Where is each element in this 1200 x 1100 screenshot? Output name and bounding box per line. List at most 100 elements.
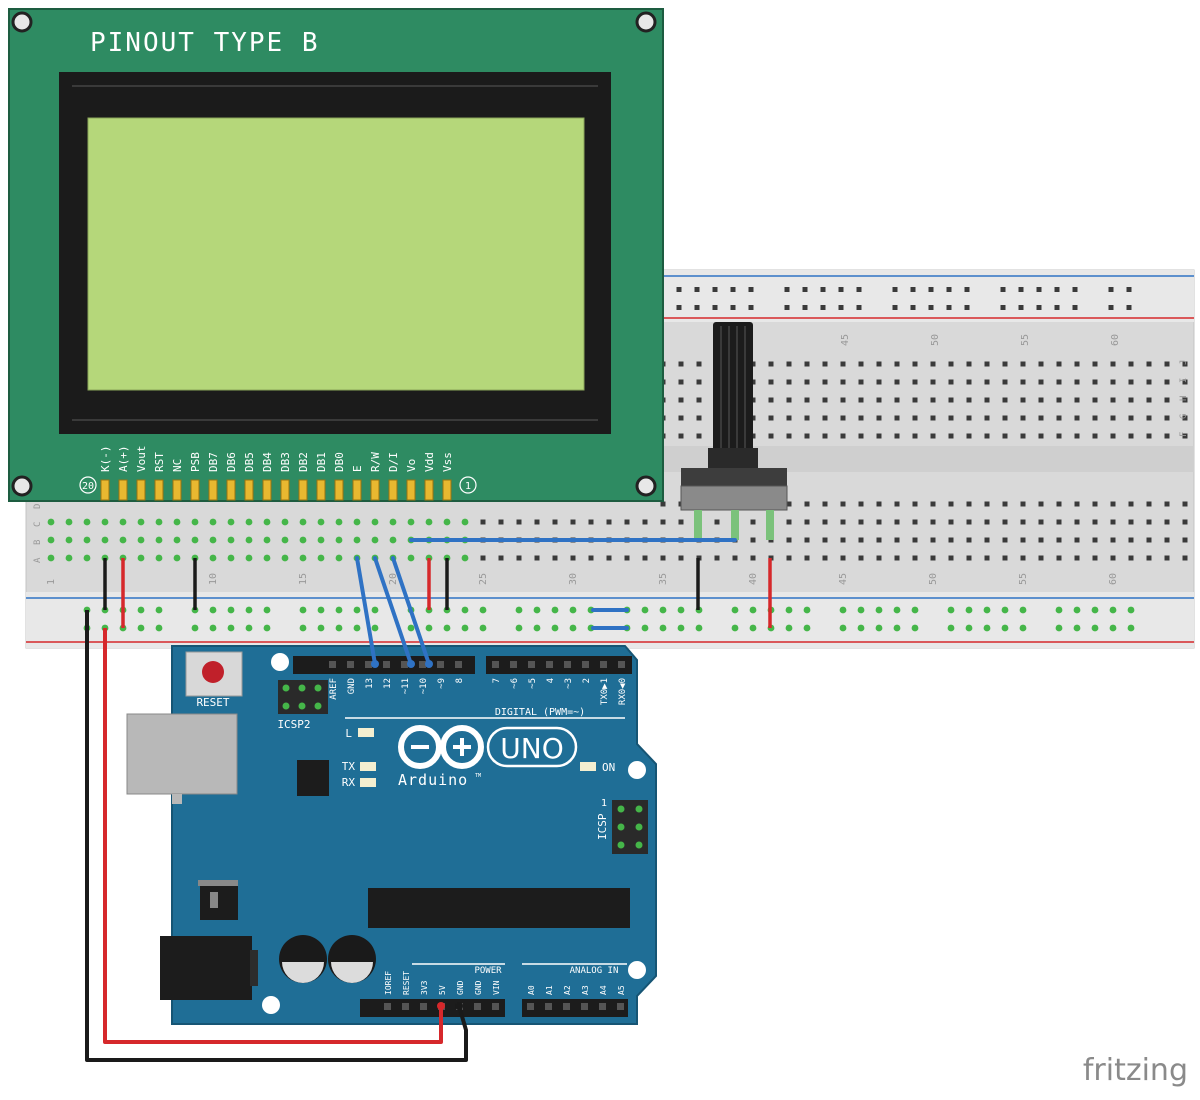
breadboard-hole [984, 537, 990, 543]
breadboard-hole-active [317, 518, 325, 526]
icsp-pin [635, 841, 643, 849]
breadboard-hole [858, 397, 864, 403]
power-label: POWER [474, 966, 502, 976]
breadboard-hole-active [281, 536, 289, 544]
breadboard-hole [768, 361, 774, 367]
wire-gnd[interactable] [85, 610, 468, 1062]
breadboard-hole [1020, 501, 1026, 507]
breadboard-hole [768, 415, 774, 421]
breadboard-hole [642, 519, 648, 525]
breadboard-hole [606, 519, 612, 525]
breadboard-hole [696, 361, 702, 367]
breadboard-hole [1146, 519, 1152, 525]
rail-hole [892, 305, 898, 310]
breadboard-hole-active [479, 624, 487, 632]
breadboard-hole-active [443, 518, 451, 526]
pin-marker [79, 476, 97, 494]
breadboard-hole-active [389, 518, 397, 526]
mount-hole [628, 961, 646, 979]
led-rx-label: RX [342, 776, 356, 789]
breadboard-hole-active [353, 518, 361, 526]
breadboard-hole [786, 537, 792, 543]
breadboard-hole [678, 361, 684, 367]
breadboard-hole [948, 555, 954, 561]
breadboard-hole-active [461, 624, 469, 632]
row-letter: J [1179, 360, 1189, 365]
breadboard-hole [912, 519, 918, 525]
breadboard-hole [1038, 519, 1044, 525]
breadboard-hole [696, 433, 702, 439]
rail-hole [1054, 287, 1060, 292]
rail-hole [892, 287, 898, 292]
breadboard-hole-active [1055, 624, 1063, 632]
breadboard-hole [1002, 361, 1008, 367]
col-number: 30 [568, 573, 579, 585]
breadboard-hole [804, 361, 810, 367]
lcd-pin-label: R/W [369, 452, 382, 472]
breadboard-hole [678, 397, 684, 403]
col-number: 25 [478, 573, 489, 585]
mount-hole [262, 996, 280, 1014]
rail-hole [1108, 287, 1114, 292]
digital-pin-label: ~6 [510, 678, 520, 689]
breadboard-hole [1092, 555, 1098, 561]
breadboard-hole [624, 519, 630, 525]
breadboard-hole [1146, 501, 1152, 507]
breadboard-hole [678, 519, 684, 525]
breadboard-hole [1128, 361, 1134, 367]
pot-collar [708, 448, 758, 470]
lcd-pin [424, 479, 434, 501]
digital-pin-label: TX0▶1 [600, 678, 610, 705]
lcd-pin [334, 479, 344, 501]
breadboard-hole [876, 415, 882, 421]
reset-button-cap[interactable] [202, 661, 224, 683]
wire-e-to-d13[interactable] [355, 556, 377, 666]
header-pin [617, 1003, 624, 1010]
breadboard-hole [1056, 537, 1062, 543]
breadboard-hole-active [209, 606, 217, 614]
breadboard-hole [786, 397, 792, 403]
header-pin [546, 661, 553, 668]
breadboard-hole [840, 555, 846, 561]
breadboard-hole [1056, 397, 1062, 403]
header-pin [564, 661, 571, 668]
breadboard-hole [480, 555, 486, 561]
breadboard-hole [642, 555, 648, 561]
digital-pin-label: 12 [383, 678, 393, 689]
breadboard-hole-active [947, 606, 955, 614]
breadboard-hole-active [173, 554, 181, 562]
breadboard-hole-active [911, 606, 919, 614]
mount-hole [11, 11, 33, 33]
breadboard-hole-active [1091, 606, 1099, 614]
wire-di-to-d10[interactable] [391, 556, 431, 666]
breadboard-hole [1020, 555, 1026, 561]
breadboard-hole [1146, 555, 1152, 561]
digital-pin-label: 8 [455, 678, 465, 683]
col-number: 35 [658, 573, 669, 585]
breadboard-hole [858, 361, 864, 367]
breadboard-hole [786, 501, 792, 507]
header-pin [599, 1003, 606, 1010]
header-pin [402, 1003, 409, 1010]
col-number-upper: 55 [1020, 334, 1031, 346]
breadboard-hole [696, 415, 702, 421]
row-letter: C [33, 522, 43, 527]
breadboard-hole [714, 555, 720, 561]
breadboard-hole [930, 433, 936, 439]
rail-hole [946, 305, 952, 310]
breadboard-hole [1128, 433, 1134, 439]
analog-pin-label: A1 [545, 985, 554, 995]
breadboard-hole-active [893, 624, 901, 632]
header-pin [545, 1003, 552, 1010]
lcd-pin-label: DB3 [279, 452, 292, 472]
breadboard-hole [1146, 433, 1152, 439]
led-l-label: L [345, 727, 352, 740]
rail-hole [928, 287, 934, 292]
wire-5v[interactable] [103, 628, 443, 1044]
header-pin [600, 661, 607, 668]
breadboard-hole [1038, 555, 1044, 561]
wire-rw-to-d11[interactable] [373, 556, 413, 666]
breadboard-hole-active [137, 606, 145, 614]
